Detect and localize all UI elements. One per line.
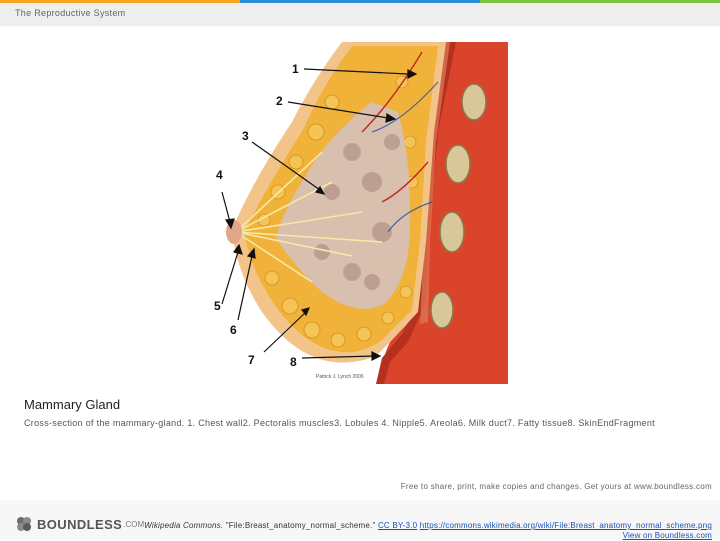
caption-text: Cross-section of the mammary-gland. 1. C… [24, 418, 655, 428]
anatomy-diagram: 1 2 3 4 5 6 7 8 Patrick J. Lynch 2006 [212, 42, 508, 384]
label-1: 1 [292, 62, 299, 76]
label-6: 6 [230, 323, 237, 337]
label-7: 7 [248, 353, 255, 367]
boundless-logo[interactable]: BOUNDLESS .COM [15, 515, 144, 533]
boundless-logo-icon [17, 517, 31, 531]
accent-stripe-green [480, 0, 720, 3]
label-5: 5 [214, 299, 221, 313]
section-title: The Reproductive System [15, 8, 126, 18]
accent-stripe-blue [240, 0, 480, 3]
milk-ducts [235, 151, 383, 283]
logo-wordmark: BOUNDLESS [37, 516, 123, 532]
source-url-link[interactable]: https://commons.wikimedia.org/wiki/File:… [419, 521, 712, 530]
label-3: 3 [242, 129, 249, 143]
figure-credit: Patrick J. Lynch 2006 [316, 374, 364, 380]
license-link[interactable]: CC BY-3.0 [377, 521, 418, 530]
lobules [276, 102, 411, 309]
footer [0, 500, 720, 540]
label-2: 2 [276, 94, 283, 108]
share-notice: Free to share, print, make copies and ch… [400, 482, 712, 491]
caption-title: Mammary Gland [24, 397, 121, 412]
top-bar: The Reproductive System [0, 0, 720, 26]
label-4: 4 [216, 168, 223, 182]
pointer-arrows [221, 68, 418, 361]
chest-wall [381, 42, 508, 384]
mammary-gland-illustration: 1 2 3 4 5 6 7 8 Patrick J. Lynch 2006 [212, 42, 508, 384]
rib-cross-sections [430, 83, 487, 329]
source-file: "File:Breast_anatomy_normal_scheme." [223, 521, 378, 530]
logo-suffix: .COM [123, 519, 145, 529]
attribution: Wikipedia Commons. "File:Breast_anatomy_… [140, 521, 712, 541]
view-on-boundless-link[interactable]: View on Boundless.com [622, 531, 712, 540]
label-8: 8 [290, 355, 297, 369]
accent-stripe-orange [0, 0, 240, 3]
source-name: Wikipedia Commons. [144, 521, 224, 530]
